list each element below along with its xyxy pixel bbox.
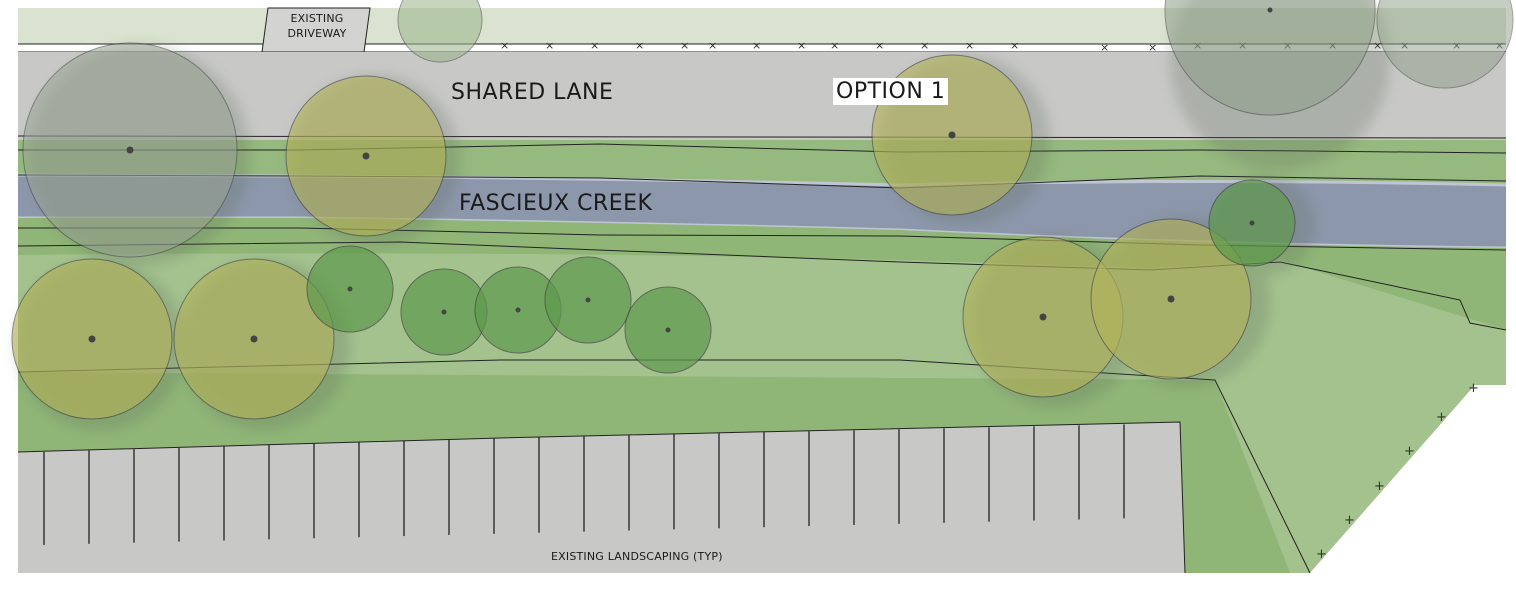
svg-text:×: × — [635, 39, 644, 52]
shared-lane-label: SHARED LANE — [451, 80, 614, 105]
trees — [11, 0, 1514, 420]
creek-label: FASCIEUX CREEK — [459, 191, 653, 216]
deciduous-tree-icon — [400, 268, 488, 356]
svg-text:×: × — [545, 39, 554, 52]
property-corner-cut — [1310, 385, 1516, 589]
deciduous-tree-icon — [306, 245, 394, 333]
existing-landscaping-label: EXISTING LANDSCAPING (TYP) — [551, 550, 723, 563]
svg-text:+: + — [1404, 444, 1415, 459]
svg-text:×: × — [830, 39, 839, 52]
svg-text:×: × — [680, 39, 689, 52]
svg-text:×: × — [1148, 41, 1157, 54]
svg-text:×: × — [797, 39, 806, 52]
deciduous-tree-icon — [11, 258, 173, 420]
deciduous-tree-icon — [1208, 179, 1296, 267]
svg-text:×: × — [965, 39, 974, 52]
deciduous-tree-icon — [397, 0, 483, 63]
svg-text:+: + — [1344, 513, 1355, 528]
driveway-label-line1: EXISTING — [290, 12, 344, 25]
existing-driveway-label: EXISTING DRIVEWAY — [271, 11, 363, 41]
svg-text:×: × — [1010, 39, 1019, 52]
parking-lot-edge — [17, 421, 1186, 574]
deciduous-tree-icon — [173, 258, 335, 420]
svg-text:+: + — [1316, 547, 1327, 562]
svg-text:×: × — [1100, 41, 1109, 54]
driveway-label-line2: DRIVEWAY — [287, 27, 347, 40]
svg-text:+: + — [1468, 381, 1479, 396]
deciduous-tree-icon — [544, 256, 632, 344]
svg-text:+: + — [1374, 479, 1385, 494]
deciduous-tree-icon — [22, 42, 238, 258]
svg-text:×: × — [875, 39, 884, 52]
deciduous-tree-icon — [285, 75, 447, 237]
deciduous-tree-icon — [1090, 218, 1252, 380]
svg-text:×: × — [920, 39, 929, 52]
deciduous-tree-icon — [624, 286, 712, 374]
deciduous-tree-icon — [1376, 0, 1514, 89]
option-title: OPTION 1 — [833, 78, 949, 105]
property-line-markers: + + + + + + — [1316, 381, 1479, 562]
svg-text:×: × — [590, 39, 599, 52]
svg-text:×: × — [708, 39, 717, 52]
deciduous-tree-icon — [1164, 0, 1376, 116]
svg-text:×: × — [752, 39, 761, 52]
parking-stalls — [40, 424, 1140, 545]
svg-text:+: + — [1436, 410, 1447, 425]
svg-text:×: × — [500, 39, 509, 52]
